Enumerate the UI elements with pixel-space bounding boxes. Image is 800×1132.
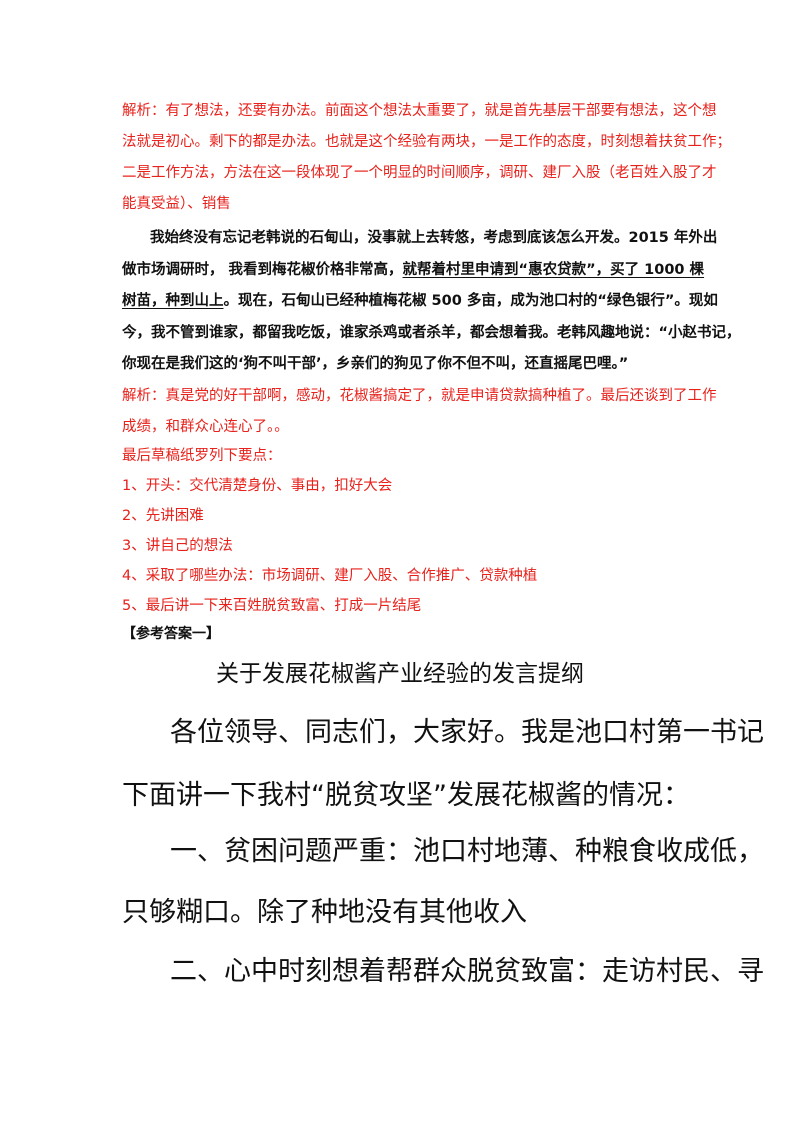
passage-text: 。现在，石甸山已经种植梅花椒 500 多亩，成为池口村的“绿色银行”。现如 (223, 293, 718, 309)
analysis-line: 成绩，和群众心连心了。。 (122, 419, 289, 435)
underlined-text: 就帮着村里申请到“惠农贷款”，买了 1000 棵 (402, 262, 705, 278)
analysis-line: 解析：有了想法，还要有办法。前面这个想法太重要了，就是首先基层干部要有想法，这个… (122, 103, 717, 119)
answer-line: 下面讲一下我村“脱贫攻坚”发展花椒酱的情况： (122, 780, 690, 811)
passage-line: 你现在是我们这的‘狗不叫干部’，乡亲们的狗见了你不但不叫，还直摇尾巴哩。” (122, 356, 629, 372)
passage-line: 我始终没有忘记老韩说的石甸山，没事就上去转悠，考虑到底该怎么开发。2015 年外… (150, 230, 718, 246)
draft-point: 5、最后讲一下来百姓脱贫致富、打成一片结尾 (122, 598, 422, 614)
answer-line: 二、心中时刻想着帮群众脱贫致富：走访村民、寻 (170, 956, 764, 987)
answer-line: 只够糊口。除了种地没有其他收入 (122, 897, 527, 928)
reference-answer-label: 【参考答案一】 (122, 626, 220, 642)
passage-line: 做市场调研时， 我看到梅花椒价格非常高，就帮着村里申请到“惠农贷款”，买了 10… (122, 258, 704, 279)
passage-line: 今，我不管到谁家，都留我吃饭，谁家杀鸡或者杀羊，都会想着我。老韩风趣地说：“小赵… (122, 325, 741, 341)
analysis-line: 二是工作方法，方法在这一段体现了一个明显的时间顺序，调研、建厂入股（老百姓入股了… (122, 165, 717, 181)
answer-line: 一、贫困问题严重：池口村地薄、种粮食收成低， (170, 836, 764, 867)
analysis-line: 能真受益）、销售 (122, 196, 231, 212)
draft-point: 2、先讲困难 (122, 508, 204, 524)
draft-point: 3、讲自己的想法 (122, 538, 233, 554)
draft-point: 4、采取了哪些办法：市场调研、建厂入股、合作推广、贷款种植 (122, 568, 538, 584)
answer-title: 关于发展花椒酱产业经验的发言提纲 (216, 661, 584, 687)
passage-line: 树苗，种到山上。现在，石甸山已经种植梅花椒 500 多亩，成为池口村的“绿色银行… (122, 289, 718, 310)
draft-intro: 最后草稿纸罗列下要点： (122, 448, 282, 464)
draft-point: 1、开头：交代清楚身份、事由，扣好大会 (122, 478, 393, 494)
analysis-line: 解析：真是党的好干部啊，感动，花椒酱搞定了，就是申请贷款搞种植了。最后还谈到了工… (122, 388, 717, 404)
answer-line: 各位领导、同志们，大家好。我是池口村第一书记 (170, 717, 764, 748)
underlined-text: 树苗，种到山上 (122, 293, 224, 309)
analysis-line: 法就是初心。剩下的都是办法。也就是这个经验有两块，一是工作的态度，时刻想着扶贫工… (122, 134, 731, 150)
passage-text: 做市场调研时， 我看到梅花椒价格非常高， (122, 262, 403, 278)
